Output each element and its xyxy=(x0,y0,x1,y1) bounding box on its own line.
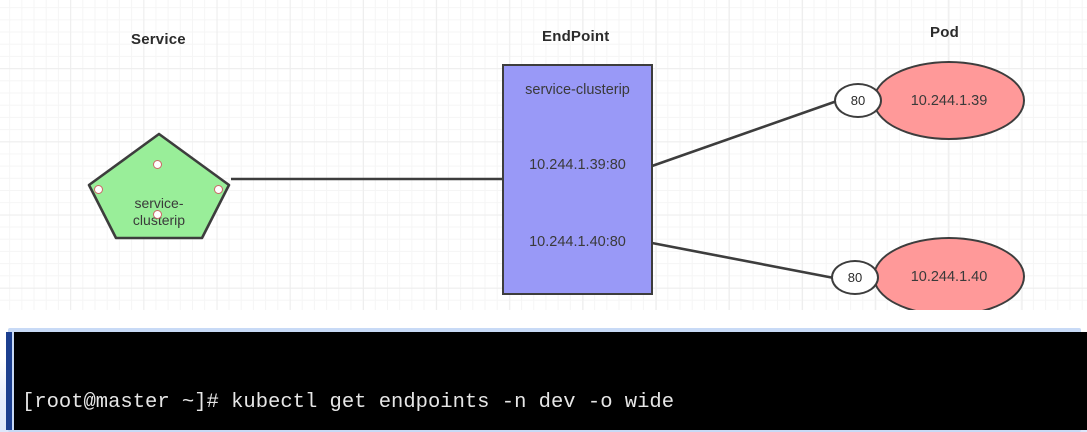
group-title-pod: Pod xyxy=(930,24,959,41)
pod-port-badge[interactable]: 80 xyxy=(834,83,882,118)
connection-handle-right[interactable] xyxy=(214,185,223,194)
pod-port-label: 80 xyxy=(847,270,863,285)
diagram-canvas[interactable]: Service EndPoint Pod service- clusterip … xyxy=(0,0,1087,336)
group-title-service: Service xyxy=(131,31,186,48)
connection-handle-top[interactable] xyxy=(153,160,162,169)
pod-port-label: 80 xyxy=(850,93,866,108)
terminal-left-gutter xyxy=(6,332,12,430)
group-title-endpoint: EndPoint xyxy=(542,28,610,45)
endpoint-node[interactable]: service-clusterip 10.244.1.39:80 10.244.… xyxy=(502,64,653,295)
service-node[interactable]: service- clusterip xyxy=(86,131,232,241)
connection-handle-left[interactable] xyxy=(94,185,103,194)
pod-node-ip: 10.244.1.40 xyxy=(910,268,988,285)
endpoint-node-title: service-clusterip xyxy=(525,82,630,98)
terminal-prompt-text: [root@master ~]# kubectl get endpoints -… xyxy=(22,391,675,414)
pod-node[interactable]: 10.244.1.39 xyxy=(873,61,1025,140)
pentagon-shape xyxy=(87,132,231,240)
endpoint-node-row: 10.244.1.39:80 xyxy=(529,157,626,173)
pod-port-badge[interactable]: 80 xyxy=(831,260,879,295)
terminal-region: [root@master ~]# kubectl get endpoints -… xyxy=(0,310,1087,432)
terminal-output[interactable]: [root@master ~]# kubectl get endpoints -… xyxy=(14,332,1087,430)
terminal-prompt-line: [root@master ~]# kubectl get endpoints -… xyxy=(22,389,1087,416)
pod-node[interactable]: 10.244.1.40 xyxy=(873,237,1025,316)
connection-handle-bottom[interactable] xyxy=(153,210,162,219)
endpoint-node-row: 10.244.1.40:80 xyxy=(529,234,626,250)
pod-node-ip: 10.244.1.39 xyxy=(910,92,988,109)
